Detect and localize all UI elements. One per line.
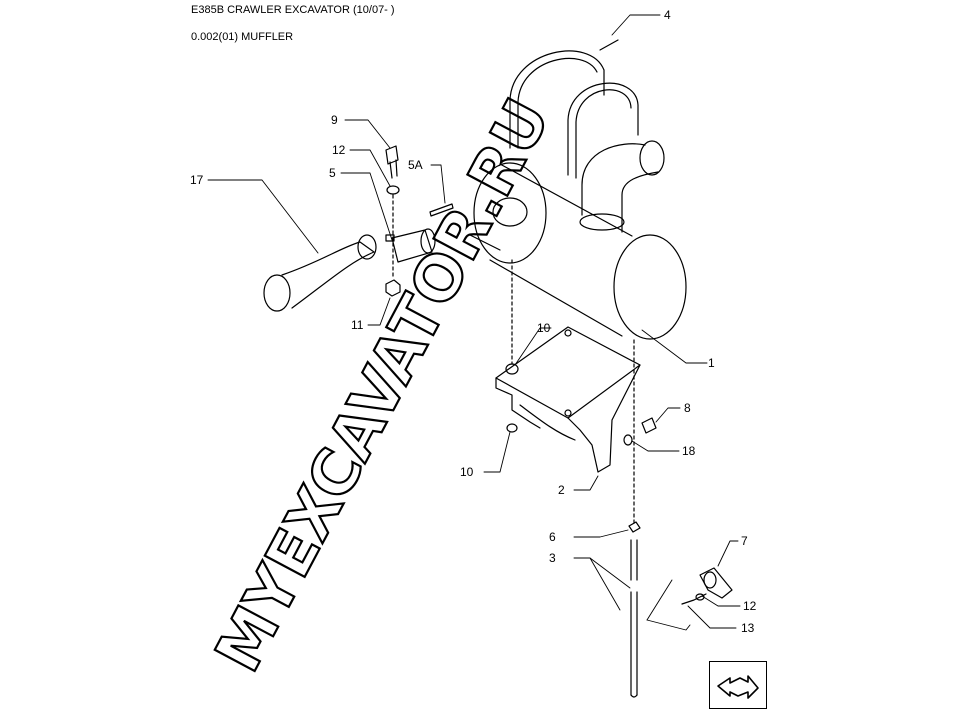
- bolt-9-part: [385, 145, 399, 179]
- callout-5: 5: [329, 166, 336, 180]
- exhaust-pipe-part: [263, 234, 377, 312]
- callout-7: 7: [741, 534, 748, 548]
- u-bolt-part: [509, 39, 639, 179]
- callout-10-upper: 10: [537, 321, 551, 335]
- callout-18: 18: [682, 444, 696, 458]
- callout-9: 9: [331, 113, 338, 127]
- callout-4: 4: [664, 8, 671, 22]
- callout-12-lower: 12: [743, 599, 757, 613]
- callout-2: 2: [558, 483, 565, 497]
- callout-6: 6: [549, 530, 556, 544]
- next-page-arrow-icon: [717, 675, 759, 699]
- nut-10b-part: [506, 423, 518, 433]
- bracket-part: [495, 326, 641, 473]
- callout-5a: 5A: [408, 158, 423, 172]
- leader-lines: [207, 14, 741, 631]
- washer-18-part: [623, 434, 633, 446]
- callout-10-lower: 10: [460, 465, 474, 479]
- pin-5a-part: [429, 203, 454, 217]
- callout-17: 17: [190, 173, 204, 187]
- fitting-6-part: [628, 521, 641, 533]
- page-title: E385B CRAWLER EXCAVATOR (10/07- ): [191, 4, 395, 16]
- washer-12-part: [386, 185, 400, 195]
- callout-1: 1: [708, 356, 715, 370]
- bolt-8-part: [641, 417, 657, 434]
- callout-13: 13: [741, 621, 755, 635]
- nut-11-part: [385, 279, 401, 297]
- muffler-part: [469, 140, 687, 340]
- drain-rod-part: [630, 339, 638, 698]
- callout-8: 8: [684, 401, 691, 415]
- callout-12-upper: 12: [332, 143, 346, 157]
- next-page-button[interactable]: [709, 661, 767, 709]
- callout-11: 11: [351, 318, 364, 332]
- page-subtitle: 0.002(01) MUFFLER: [191, 31, 294, 43]
- callout-3: 3: [549, 551, 556, 565]
